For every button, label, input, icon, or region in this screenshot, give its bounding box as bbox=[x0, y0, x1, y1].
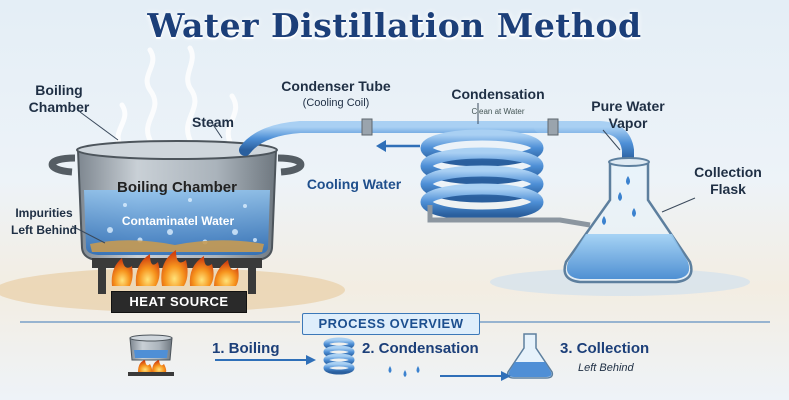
pot-handle-left bbox=[48, 154, 76, 176]
step-1-label: 1. Boiling bbox=[212, 340, 280, 357]
boiling-chamber-label: Boiling Chamber bbox=[28, 82, 90, 115]
impurities-sediment bbox=[90, 240, 264, 252]
condenser-tube-label: Condenser Tube (Cooling Coil) bbox=[281, 78, 391, 109]
flames bbox=[111, 250, 239, 286]
leader-steam bbox=[211, 122, 223, 139]
process-overview-title: PROCESS OVERVIEW bbox=[302, 313, 480, 335]
flask-water bbox=[566, 234, 690, 279]
leader-impurities bbox=[71, 225, 106, 244]
boiling-chamber-inner-label: Boiling Chamber bbox=[116, 179, 237, 196]
ground-left bbox=[0, 268, 345, 312]
step1-icon bbox=[128, 334, 174, 376]
leader-flask bbox=[661, 197, 696, 213]
outlet-tube bbox=[534, 121, 634, 166]
condensation-label: Condensation Clean at Water bbox=[451, 86, 545, 116]
pure-water-vapor-label: Pure Water Vapor bbox=[591, 98, 665, 131]
step-3-label: 3. Collection bbox=[560, 340, 650, 357]
cooling-water-label: Cooling Water bbox=[306, 176, 402, 192]
page-title: Water Distillation Method bbox=[147, 6, 642, 45]
impurities-label: Impurities Left Behind bbox=[11, 206, 77, 237]
coil-base-pipe bbox=[427, 205, 591, 228]
leader-boiling bbox=[79, 111, 119, 141]
heat-source-label: HEAT SOURCE bbox=[111, 291, 247, 313]
vapor-tube bbox=[239, 121, 546, 156]
condenser-coil bbox=[420, 129, 544, 221]
pot-rim bbox=[76, 140, 278, 160]
pot-water bbox=[84, 190, 270, 255]
droplets bbox=[602, 176, 636, 225]
step3-icon bbox=[506, 333, 554, 379]
contaminated-water-label: Contaminatel Water bbox=[121, 214, 235, 228]
collection-flask-label: Collection Flask bbox=[694, 164, 762, 197]
step2-drops bbox=[388, 366, 420, 377]
steam-wisps bbox=[115, 45, 239, 148]
step-2-label: 2. Condensation bbox=[362, 340, 479, 357]
step2-icon bbox=[323, 337, 355, 375]
leader-pure-water bbox=[602, 129, 621, 151]
pot-handle-right bbox=[277, 154, 305, 176]
steam-label: Steam bbox=[191, 114, 235, 130]
step-3-sub-label: Left Behind bbox=[578, 362, 634, 374]
